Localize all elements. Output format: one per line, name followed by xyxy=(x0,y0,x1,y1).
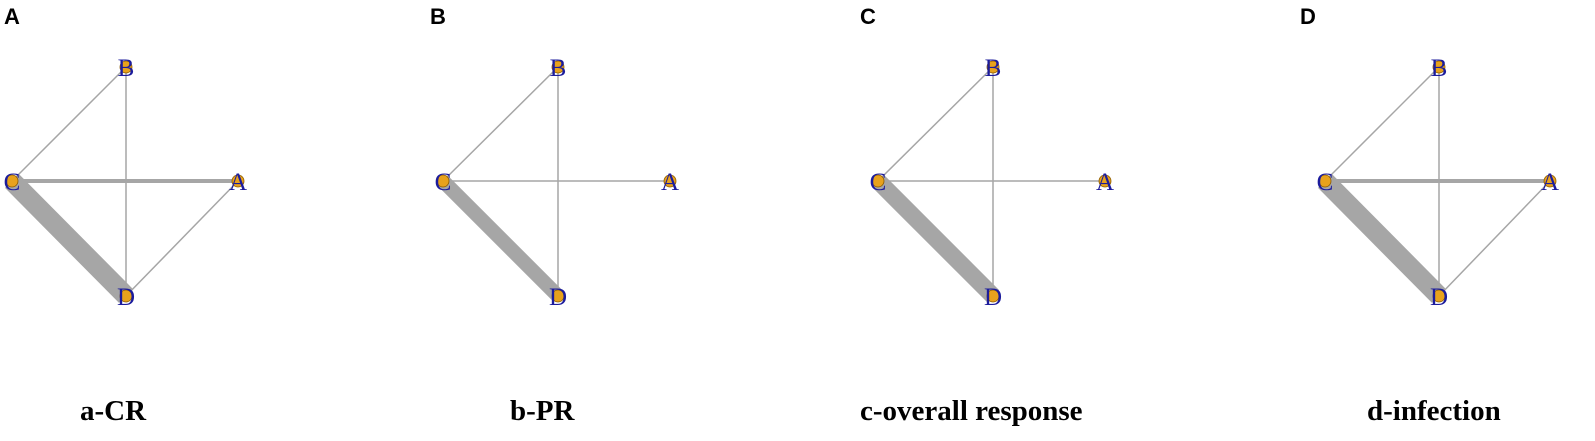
node-marker xyxy=(1318,174,1332,188)
node-marker xyxy=(231,174,245,188)
node-label: A xyxy=(661,169,679,196)
node-label: D xyxy=(117,284,135,311)
panel-letter: B xyxy=(430,4,446,29)
node-marker xyxy=(1543,174,1557,188)
node-a: A xyxy=(1541,169,1559,196)
network-graph-d: A B C D xyxy=(1317,55,1559,311)
node-label: C xyxy=(870,169,887,196)
node-label: A xyxy=(229,169,247,196)
network-graph-c: A B C D xyxy=(870,55,1114,311)
node-label: C xyxy=(1317,169,1334,196)
node-label: C xyxy=(435,169,452,196)
panel-caption: b-PR xyxy=(510,395,575,427)
node-marker xyxy=(436,174,450,188)
node-label: B xyxy=(985,55,1002,82)
panel-letter: D xyxy=(1300,4,1316,29)
edge-b-c xyxy=(442,66,559,182)
panel-caption: d-infection xyxy=(1367,395,1501,427)
node-marker xyxy=(5,174,19,188)
node-b: B xyxy=(550,55,567,82)
node-d: D xyxy=(984,284,1002,311)
node-marker xyxy=(871,174,885,188)
node-label: B xyxy=(1431,55,1448,82)
node-c: C xyxy=(870,169,887,196)
panel-c: C A B C D c-overall response xyxy=(860,0,1280,441)
panel-b: B A B C D b-PR xyxy=(430,0,850,441)
node-a: A xyxy=(229,169,247,196)
node-label: D xyxy=(984,284,1002,311)
network-graph-a: A B C D xyxy=(4,55,247,311)
edge-a-d xyxy=(1438,180,1551,297)
node-marker xyxy=(1432,289,1446,303)
node-a: A xyxy=(1096,169,1114,196)
edge-c-d xyxy=(5,174,133,303)
panel-letter: C xyxy=(860,4,876,29)
node-c: C xyxy=(435,169,452,196)
node-label: A xyxy=(1096,169,1114,196)
node-marker xyxy=(1432,60,1446,74)
panel-d: D A B C D d-infection xyxy=(1300,0,1595,441)
node-a: A xyxy=(661,169,679,196)
node-marker xyxy=(119,60,133,74)
node-c: C xyxy=(4,169,21,196)
edge-c-d xyxy=(1318,174,1446,303)
node-b: B xyxy=(1431,55,1448,82)
node-label: D xyxy=(1430,284,1448,311)
node-d: D xyxy=(1430,284,1448,311)
node-label: D xyxy=(549,284,567,311)
edge-b-c xyxy=(877,66,994,182)
edge-a-d xyxy=(125,180,239,297)
panel-a: A A B C D a-CR xyxy=(0,0,420,441)
node-marker xyxy=(119,289,133,303)
node-b: B xyxy=(118,55,135,82)
node-marker xyxy=(986,289,1000,303)
node-marker xyxy=(986,60,1000,74)
network-graph-b: A B C D xyxy=(435,55,679,311)
node-label: B xyxy=(550,55,567,82)
edge-b-c xyxy=(11,66,127,182)
panel-caption: a-CR xyxy=(80,395,147,427)
edge-b-c xyxy=(1324,66,1440,182)
panel-caption: c-overall response xyxy=(860,395,1083,427)
edge-c-d xyxy=(437,175,564,302)
node-d: D xyxy=(117,284,135,311)
node-label: B xyxy=(118,55,135,82)
node-marker xyxy=(551,289,565,303)
node-b: B xyxy=(985,55,1002,82)
node-label: C xyxy=(4,169,21,196)
node-marker xyxy=(551,60,565,74)
panel-letter: A xyxy=(4,4,20,29)
node-label: A xyxy=(1541,169,1559,196)
node-d: D xyxy=(549,284,567,311)
node-marker xyxy=(663,174,677,188)
node-marker xyxy=(1098,174,1112,188)
edge-c-d xyxy=(871,174,1000,303)
node-c: C xyxy=(1317,169,1334,196)
